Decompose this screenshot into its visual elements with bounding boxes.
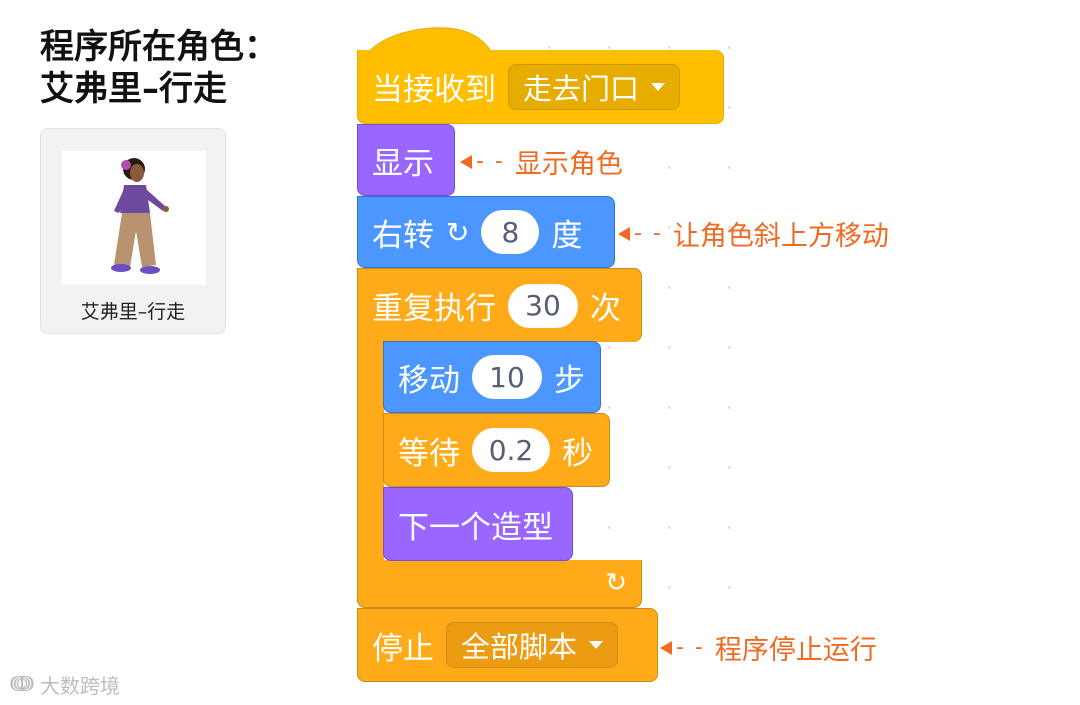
next-costume-label: 下一个造型 — [398, 502, 553, 547]
grid-dot — [608, 346, 611, 349]
dropdown-arrow-icon — [651, 83, 665, 91]
wait-block[interactable]: 等待 0.2 秒 — [383, 413, 610, 487]
repeat-unit-label: 次 — [590, 283, 621, 328]
show-block[interactable]: 显示 — [357, 124, 455, 196]
message-value: 走去门口 — [523, 66, 639, 108]
grid-dot — [728, 166, 731, 169]
message-dropdown[interactable]: 走去门口 — [508, 64, 680, 110]
annotation-show-text: 显示角色 — [515, 142, 623, 181]
grid-dot — [668, 466, 671, 469]
annotation-arrow-icon: - - — [460, 149, 505, 174]
show-label: 显示 — [372, 138, 434, 183]
turn-right-block[interactable]: 右转 ↻ 8 度 — [357, 196, 615, 268]
repeat-block[interactable]: 重复执行 30 次 — [357, 268, 642, 342]
repeat-label: 重复执行 — [372, 283, 496, 328]
grid-dot — [668, 166, 671, 169]
stop-block[interactable]: 停止 全部脚本 — [357, 608, 658, 682]
title-line-1: 程序所在角色： — [40, 26, 278, 68]
watermark: ↈ 大数跨境 — [10, 670, 120, 699]
move-label: 移动 — [398, 355, 460, 400]
turn-unit-label: 度 — [551, 210, 582, 255]
grid-dot — [728, 46, 731, 49]
move-steps-block[interactable]: 移动 10 步 — [383, 341, 601, 413]
grid-dot — [728, 406, 731, 409]
annotation-show: - - 显示角色 — [460, 142, 623, 181]
grid-dot — [728, 526, 731, 529]
page-title: 程序所在角色： 艾弗里–行走 — [40, 26, 278, 110]
grid-dot — [548, 46, 551, 49]
grid-dot — [728, 286, 731, 289]
sprite-name-label: 艾弗里–行走 — [41, 297, 225, 324]
grid-dot — [668, 286, 671, 289]
annotation-turn-text: 让角色斜上方移动 — [673, 214, 889, 253]
grid-dot — [728, 346, 731, 349]
annotation-stop: - - 程序停止运行 — [660, 628, 877, 667]
brand-logo-icon: ↈ — [10, 672, 34, 697]
wait-label: 等待 — [398, 428, 460, 473]
repeat-block-footer: ↻ — [357, 560, 642, 608]
when-i-receive-block[interactable]: 当接收到 走去门口 — [357, 50, 724, 124]
watermark-text: 大数跨境 — [40, 670, 120, 699]
next-costume-block[interactable]: 下一个造型 — [383, 487, 573, 561]
annotation-arrow-icon: - - — [660, 635, 705, 660]
grid-dot — [608, 406, 611, 409]
title-line-2: 艾弗里–行走 — [40, 68, 278, 110]
grid-dot — [668, 526, 671, 529]
stop-option-dropdown[interactable]: 全部脚本 — [446, 622, 618, 668]
repeat-count-input[interactable]: 30 — [508, 284, 578, 328]
annotation-arrow-icon: - - — [618, 221, 663, 246]
annotation-turn: - - 让角色斜上方移动 — [618, 214, 889, 253]
annotation-stop-text: 程序停止运行 — [715, 628, 877, 667]
turn-degrees-input[interactable]: 8 — [481, 210, 539, 254]
sprite-costume-image — [62, 151, 206, 285]
wait-unit-label: 秒 — [562, 428, 593, 473]
grid-dot — [728, 466, 731, 469]
when-i-receive-label: 当接收到 — [372, 64, 496, 109]
repeat-block-arm — [357, 341, 384, 561]
sprite-card[interactable]: 艾弗里–行走 — [40, 128, 226, 334]
move-unit-label: 步 — [554, 355, 585, 400]
stop-label: 停止 — [372, 623, 434, 668]
move-steps-input[interactable]: 10 — [472, 355, 542, 399]
stop-option-value: 全部脚本 — [461, 624, 577, 666]
dropdown-arrow-icon — [589, 641, 603, 649]
grid-dot — [668, 406, 671, 409]
grid-dot — [668, 46, 671, 49]
rotate-right-icon: ↻ — [446, 216, 469, 249]
grid-dot — [608, 46, 611, 49]
grid-dot — [728, 106, 731, 109]
sprite-thumbnail — [62, 151, 206, 285]
wait-seconds-input[interactable]: 0.2 — [472, 428, 550, 472]
grid-dot — [728, 586, 731, 589]
grid-dot — [668, 346, 671, 349]
grid-dot — [608, 526, 611, 529]
turn-right-label: 右转 — [372, 210, 434, 255]
grid-dot — [668, 586, 671, 589]
loop-arrow-icon: ↻ — [605, 568, 627, 598]
